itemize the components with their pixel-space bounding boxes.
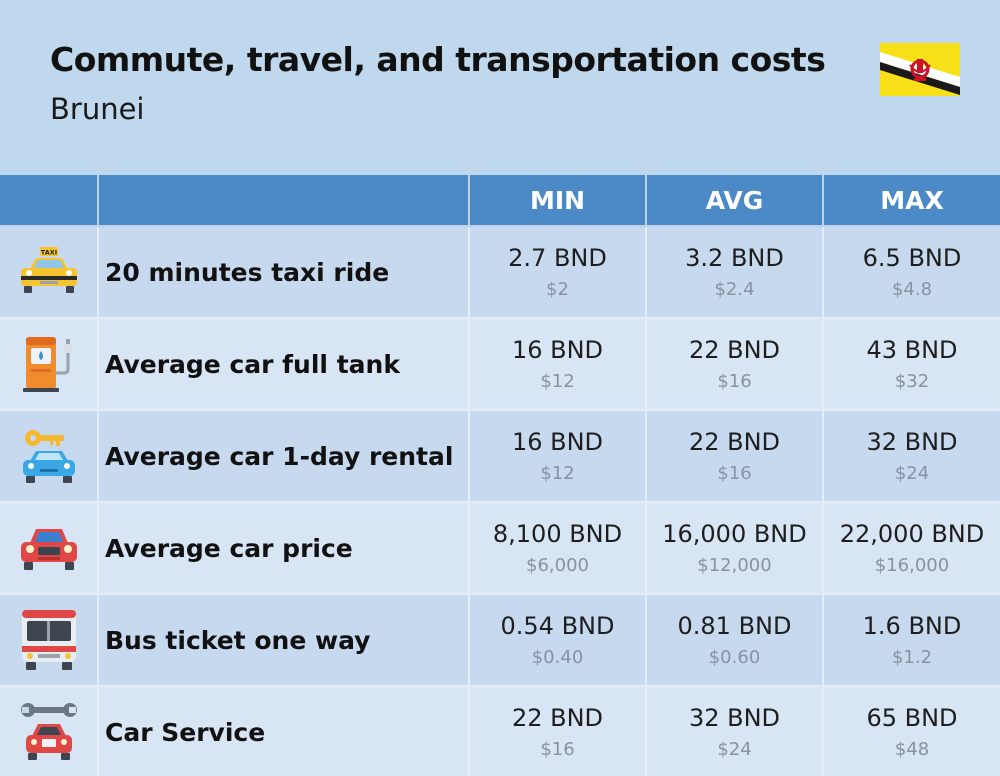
- max-value: 22,000 BND: [839, 520, 985, 548]
- row-icon-cell: [0, 686, 99, 776]
- header-max: MAX: [823, 175, 1000, 227]
- min-usd-value: $0.40: [531, 647, 584, 668]
- min-value: 8,100 BND: [492, 520, 623, 548]
- header-icon-col: [0, 175, 99, 227]
- min-cell: 0.54 BND $0.40: [469, 594, 647, 687]
- max-value: 6.5 BND: [862, 244, 962, 272]
- header-label-col: [98, 175, 470, 227]
- taxi-icon: TAXI: [20, 247, 77, 293]
- max-usd-value: $48: [894, 739, 930, 760]
- min-value: 16 BND: [511, 336, 604, 364]
- row-label: Average car price: [98, 502, 470, 595]
- min-cell: 2.7 BND $2: [469, 226, 647, 319]
- max-value: 65 BND: [866, 704, 958, 732]
- min-usd-value: $12: [540, 371, 575, 392]
- max-cell: 6.5 BND $4.8: [823, 226, 1000, 319]
- avg-value: 16,000 BND: [662, 520, 807, 548]
- bus-icon: [21, 610, 76, 670]
- min-usd-value: $6,000: [526, 555, 589, 576]
- avg-cell: 32 BND $24: [646, 686, 824, 776]
- avg-usd-value: $12,000: [697, 555, 772, 576]
- min-usd-value: $12: [540, 463, 575, 484]
- red-car-icon: [20, 529, 77, 570]
- min-cell: 22 BND $16: [469, 686, 647, 776]
- min-value: 2.7 BND: [508, 244, 607, 272]
- max-usd-value: $1.2: [891, 647, 933, 668]
- row-icon-cell: [0, 410, 99, 503]
- table-row: TAXI 20 minutes taxi ride 2.7 BND $2: [0, 226, 1000, 319]
- max-value: 32 BND: [866, 428, 958, 456]
- max-cell: 32 BND $24: [823, 410, 1000, 503]
- max-usd-value: $16,000: [874, 555, 950, 576]
- min-usd-value: $2: [546, 279, 569, 300]
- row-icon-cell: [0, 594, 99, 687]
- costs-table: MIN AVG MAX TAXI: [0, 175, 1000, 776]
- max-usd-value: $24: [894, 463, 930, 484]
- table-row: Bus ticket one way 0.54 BND $0.40 0.81 B…: [0, 594, 1000, 687]
- row-icon-cell: TAXI: [0, 226, 99, 319]
- min-value: 16 BND: [511, 428, 604, 456]
- avg-value: 22 BND: [688, 428, 781, 456]
- avg-usd-value: $16: [717, 371, 752, 392]
- row-label: Bus ticket one way: [98, 594, 470, 687]
- min-cell: 16 BND $12: [469, 410, 647, 503]
- avg-cell: 3.2 BND $2.4: [646, 226, 824, 319]
- row-label: Average car full tank: [98, 318, 470, 411]
- max-value: 43 BND: [866, 336, 958, 364]
- min-cell: 16 BND $12: [469, 318, 647, 411]
- table-row: Car Service 22 BND $16 32 BND $24 65 BND…: [0, 686, 1000, 776]
- avg-cell: 16,000 BND $12,000: [646, 502, 824, 595]
- avg-value: 22 BND: [688, 336, 781, 364]
- row-icon-cell: [0, 502, 99, 595]
- header-min: MIN: [469, 175, 647, 227]
- page-subtitle: Brunei: [50, 92, 145, 126]
- row-label: 20 minutes taxi ride: [98, 226, 470, 319]
- table-row: Average car 1-day rental 16 BND $12 22 B…: [0, 410, 1000, 503]
- header-avg: AVG: [646, 175, 824, 227]
- table-row: Average car full tank 16 BND $12 22 BND …: [0, 318, 1000, 411]
- avg-usd-value: $24: [717, 739, 752, 760]
- avg-value: 32 BND: [688, 704, 781, 732]
- header: Commute, travel, and transportation cost…: [0, 0, 1000, 176]
- avg-cell: 22 BND $16: [646, 410, 824, 503]
- max-value: 1.6 BND: [862, 612, 962, 640]
- avg-cell: 22 BND $16: [646, 318, 824, 411]
- svg-text:TAXI: TAXI: [40, 249, 56, 257]
- min-usd-value: $16: [540, 739, 575, 760]
- avg-usd-value: $2.4: [714, 279, 755, 300]
- row-label: Average car 1-day rental: [98, 410, 470, 503]
- avg-usd-value: $16: [717, 463, 752, 484]
- max-cell: 1.6 BND $1.2: [823, 594, 1000, 687]
- min-value: 22 BND: [511, 704, 604, 732]
- row-icon-cell: [0, 318, 99, 411]
- min-cell: 8,100 BND $6,000: [469, 502, 647, 595]
- max-usd-value: $32: [894, 371, 930, 392]
- table-header-row: MIN AVG MAX: [0, 175, 1000, 227]
- avg-value: 0.81 BND: [677, 612, 792, 640]
- max-cell: 22,000 BND $16,000: [823, 502, 1000, 595]
- table-row: Average car price 8,100 BND $6,000 16,00…: [0, 502, 1000, 595]
- avg-usd-value: $0.60: [708, 647, 761, 668]
- avg-value: 3.2 BND: [685, 244, 784, 272]
- fuel-pump-icon: [22, 337, 72, 392]
- max-cell: 43 BND $32: [823, 318, 1000, 411]
- max-cell: 65 BND $48: [823, 686, 1000, 776]
- row-label: Car Service: [98, 686, 470, 776]
- brunei-flag-icon: [880, 43, 960, 96]
- max-usd-value: $4.8: [891, 279, 933, 300]
- min-value: 0.54 BND: [500, 612, 615, 640]
- page-title: Commute, travel, and transportation cost…: [50, 40, 826, 79]
- avg-cell: 0.81 BND $0.60: [646, 594, 824, 687]
- car-key-icon: [22, 430, 75, 483]
- car-service-icon: [20, 703, 77, 760]
